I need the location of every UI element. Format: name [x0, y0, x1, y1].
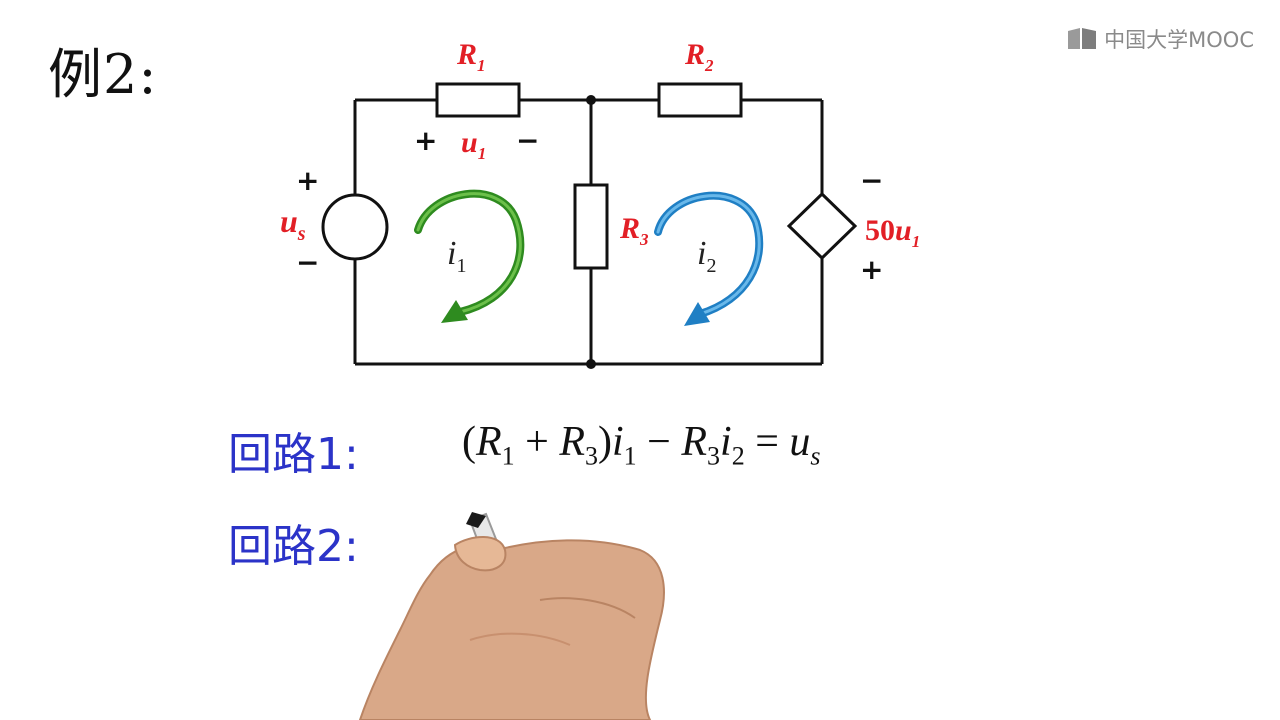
us-plus: + [296, 164, 319, 197]
voltage-source [321, 193, 389, 261]
dep-plus: + [860, 253, 883, 286]
node-dot-top [586, 95, 596, 105]
loop1-equation: (R1 + R3)i1 − R3i2 = us [462, 419, 821, 471]
dep-minus: − [860, 164, 883, 197]
u1-plus: + [414, 124, 437, 157]
us-minus: − [296, 246, 319, 279]
example-title: 例2: [48, 43, 158, 106]
resistor-r2 [657, 82, 743, 118]
label-50u1: 50u1 [865, 214, 920, 251]
loop2-label: 回路2: [228, 521, 359, 572]
mesh2-arrow [654, 191, 764, 326]
logo-text: 中国大学MOOC [1104, 28, 1254, 52]
book-icon [1068, 28, 1097, 49]
mesh1-arrow [414, 189, 525, 323]
resistor-r3 [573, 183, 609, 270]
node-dot-bottom [586, 359, 596, 369]
dependent-voltage-source [786, 191, 858, 261]
loop1-label: 回路1: [228, 429, 359, 480]
resistor-r1 [435, 82, 521, 118]
u1-minus: − [516, 124, 539, 157]
mooc-logo: 中国大学MOOC [1066, 24, 1254, 54]
